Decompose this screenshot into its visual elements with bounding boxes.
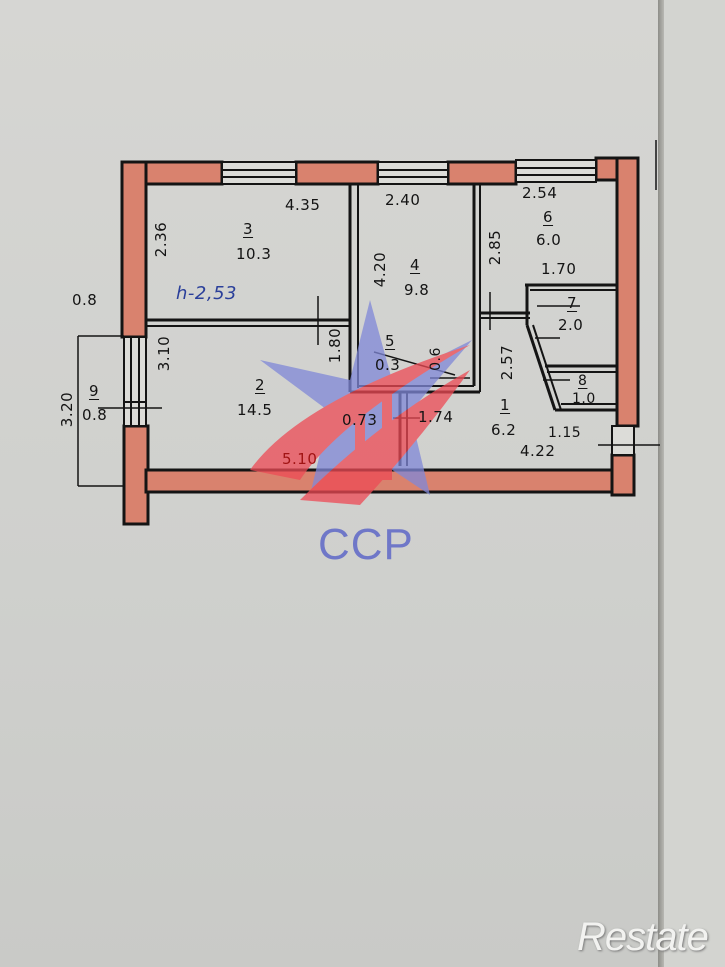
room-4-area: 9.8 xyxy=(404,281,430,299)
paper-edge xyxy=(658,0,664,967)
dim-room4-height: 4.20 xyxy=(371,251,390,288)
dim-room2-height: 3.10 xyxy=(155,335,174,372)
windows xyxy=(123,159,635,456)
room-3-number: 3 xyxy=(243,220,254,238)
room-5-number: 5 xyxy=(385,332,396,350)
room-5-area: 0.3 xyxy=(375,356,401,374)
dim-room2-door: 1.80 xyxy=(326,327,345,364)
room-3-area: 10.3 xyxy=(236,245,272,263)
dim-corridor-a: 0.73 xyxy=(342,411,378,429)
room-6-area: 6.0 xyxy=(536,231,562,249)
background-sheet xyxy=(664,0,725,967)
dim-room5-diagonal: 0.6 xyxy=(427,347,444,371)
room-7-number: 7 xyxy=(567,294,578,312)
restate-brand-watermark: Restate xyxy=(577,915,709,959)
room-9-area: 0.8 xyxy=(82,406,108,424)
dim-room3-height: 2.36 xyxy=(152,221,171,258)
room-1-area: 6.2 xyxy=(491,421,517,439)
ceiling-height-label: h-2,53 xyxy=(176,283,237,304)
room-9-number: 9 xyxy=(89,382,100,400)
dim-room2-width: 5.10 xyxy=(282,450,318,468)
room-1-number: 1 xyxy=(500,396,511,414)
dim-balcony-height: 3.20 xyxy=(58,391,77,428)
dim-corridor-b: 1.74 xyxy=(418,408,454,426)
ccp-star-logo-icon xyxy=(250,300,472,505)
dim-room8-width: 1.15 xyxy=(548,425,582,441)
room-4-number: 4 xyxy=(410,256,421,274)
room-2-number: 2 xyxy=(255,376,266,394)
dim-room6-width: 2.54 xyxy=(522,184,558,202)
dim-room3-width: 4.35 xyxy=(285,196,321,214)
dim-balcony-width: 0.8 xyxy=(72,291,98,309)
dim-room1-width: 4.22 xyxy=(520,442,556,460)
dim-room7-width: 1.70 xyxy=(541,260,577,278)
ccp-watermark-text: CCP xyxy=(318,520,414,569)
room-6-number: 6 xyxy=(543,208,554,226)
room-8-area: 1.0 xyxy=(572,391,596,407)
room-7-area: 2.0 xyxy=(558,316,584,334)
dim-room1-height: 2.57 xyxy=(498,344,517,381)
room-8-number: 8 xyxy=(578,373,588,389)
room-2-area: 14.5 xyxy=(237,401,273,419)
dim-room6-height: 2.85 xyxy=(486,229,505,266)
dim-room4-width: 2.40 xyxy=(385,191,421,209)
